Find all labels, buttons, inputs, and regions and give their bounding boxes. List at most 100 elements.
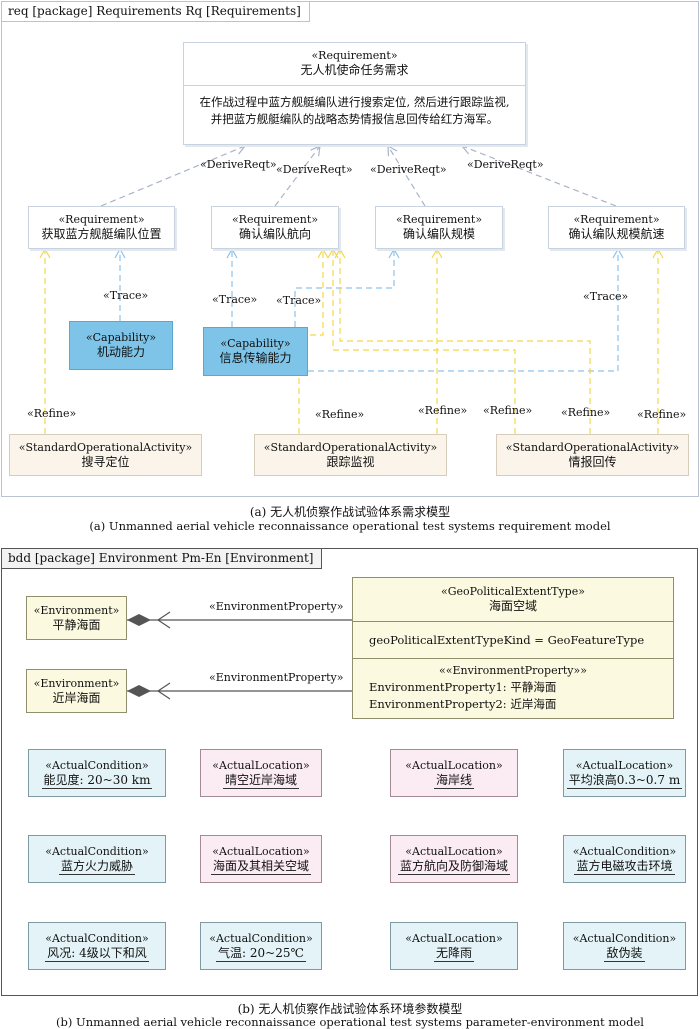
environment-nearshore-sea[interactable]: «Environment» 近岸海面: [26, 669, 127, 713]
refine-connector: [332, 249, 516, 434]
trace-label: «Trace»: [276, 294, 322, 307]
parameter-box[interactable]: «ActualLocation»平均浪高0.3~0.7 m: [563, 749, 686, 797]
activity-track-monitor[interactable]: «StandardOperationalActivity» 跟踪监视: [254, 434, 447, 476]
parameter-box[interactable]: «ActualLocation»海面及其相关空域: [200, 835, 322, 883]
capability-stereotype: «Capability»: [85, 331, 157, 344]
activity-intel-return[interactable]: «StandardOperationalActivity» 情报回传: [496, 434, 689, 476]
trace-connector-arrowhead: [388, 247, 400, 259]
main-requirement-stereotype: «Requirement»: [311, 49, 398, 62]
parameter-box[interactable]: «ActualCondition»蓝方火力威胁: [28, 835, 166, 883]
requirement-name: 确认编队航向: [238, 227, 311, 241]
refine-connector-arrowhead: [652, 247, 664, 259]
parameter-stereotype: «ActualLocation»: [212, 845, 310, 858]
parameter-name: 无降雨: [433, 946, 474, 962]
geo-stereotype: «GeoPoliticalExtentType»: [441, 585, 585, 598]
parameter-stereotype: «ActualCondition»: [45, 932, 149, 945]
environment-calm-sea[interactable]: «Environment» 平静海面: [26, 596, 127, 640]
parameter-box[interactable]: «ActualLocation»海岸线: [390, 749, 518, 797]
requirement-fleet-heading[interactable]: «Requirement» 确认编队航向: [211, 206, 339, 249]
main-requirement-text-1: 在作战过程中蓝方舰艇编队进行搜索定位, 然后进行跟踪监视,: [199, 95, 510, 109]
activity-name: 情报回传: [568, 455, 617, 469]
caption-a-en: (a) Unmanned aerial vehicle reconnaissan…: [89, 519, 611, 533]
parameter-box[interactable]: «ActualCondition»能见度: 20~30 km: [28, 749, 166, 797]
requirements-frame: req [package] Requirements Rq [Requireme…: [1, 1, 699, 497]
refine-connector-arrowhead: [431, 247, 443, 259]
requirement-stereotype: «Requirement»: [395, 213, 483, 226]
refine-label: «Refine»: [483, 404, 533, 417]
parameter-stereotype: «ActualLocation»: [405, 932, 503, 945]
environment-name: 平静海面: [52, 618, 101, 632]
main-requirement[interactable]: «Requirement» 无人机使命任务需求 在作战过程中蓝方舰艇编队进行搜索…: [183, 42, 526, 145]
requirement-fleet-scale[interactable]: «Requirement» 确认编队规模: [375, 206, 503, 249]
trace-label: «Trace»: [103, 289, 149, 302]
environment-frame: bdd [package] Environment Pm-En [Environ…: [1, 548, 698, 996]
refine-connector-arrowhead: [334, 247, 346, 259]
geo-property-2: EnvironmentProperty2: 近岸海面: [369, 697, 557, 711]
parameter-stereotype: «ActualLocation»: [405, 845, 503, 858]
environment-stereotype: «Environment»: [33, 677, 120, 690]
parameter-box[interactable]: «ActualLocation»蓝方航向及防御海域: [390, 835, 518, 883]
derive-connector: [100, 145, 246, 207]
environment-property-association-diamond: [127, 614, 151, 626]
caption-b-cn: (b) 无人机侦察作战试验体系环境参数模型: [237, 1002, 463, 1016]
requirement-fleet-speed[interactable]: «Requirement» 确认编队规模航速: [548, 206, 685, 249]
main-requirement-name: 无人机使命任务需求: [300, 63, 409, 77]
parameter-box[interactable]: «ActualCondition»蓝方电磁攻击环境: [563, 835, 686, 883]
parameter-box[interactable]: «ActualLocation»晴空近岸海域: [200, 749, 322, 797]
derive-connector-arrowhead: [234, 144, 247, 155]
derive-label: «DeriveReqt»: [467, 158, 544, 171]
parameter-name: 蓝方电磁攻击环境: [574, 859, 675, 875]
trace-connector-arrowhead: [114, 247, 126, 259]
environment-property-association-arrowhead: [156, 611, 171, 629]
parameter-name: 蓝方火力威胁: [58, 859, 135, 875]
parameter-stereotype: «ActualLocation»: [575, 759, 674, 772]
derive-label: «DeriveReqt»: [276, 163, 353, 176]
requirement-name: 确认编队规模: [402, 227, 475, 241]
trace-label: «Trace»: [583, 290, 629, 303]
parameter-stereotype: «ActualCondition»: [572, 932, 677, 945]
environment-stereotype: «Environment»: [33, 604, 120, 617]
caption-b-en: (b) Unmanned aerial vehicle reconnaissan…: [56, 1015, 644, 1029]
requirement-stereotype: «Requirement»: [231, 213, 319, 226]
geo-name: 海面空域: [488, 599, 537, 613]
trace-connector-arrowhead: [612, 247, 624, 259]
environment-property-association-arrowhead: [156, 682, 171, 700]
parameter-name: 海面及其相关空域: [210, 859, 311, 875]
parameter-name: 晴空近岸海域: [222, 773, 299, 789]
capability-stereotype: «Capability»: [220, 337, 291, 350]
derive-label: «DeriveReqt»: [370, 163, 447, 176]
trace-connector-arrowhead: [226, 247, 238, 259]
geo-property-1: EnvironmentProperty1: 平静海面: [369, 680, 557, 694]
parameter-stereotype: «ActualCondition»: [209, 932, 313, 945]
parameter-stereotype: «ActualLocation»: [212, 759, 310, 772]
derive-connector-arrowhead: [310, 145, 321, 157]
geo-attribute: geoPoliticalExtentTypeKind = GeoFeatureT…: [353, 622, 673, 659]
parameter-name: 平均浪高0.3~0.7 m: [566, 773, 683, 789]
parameter-box[interactable]: «ActualLocation»无降雨: [390, 922, 518, 970]
refine-connector: [298, 249, 324, 434]
refine-connector-arrowhead: [39, 247, 51, 259]
requirement-name: 确认编队规模航速: [568, 227, 665, 241]
parameter-stereotype: «ActualLocation»: [405, 759, 503, 772]
activity-name: 跟踪监视: [326, 455, 375, 469]
trace-label: «Trace»: [212, 293, 258, 306]
refine-label: «Refine»: [27, 407, 77, 420]
parameter-stereotype: «ActualCondition»: [572, 845, 677, 858]
derive-connector: [274, 145, 321, 207]
refine-connector-arrowhead: [317, 247, 329, 259]
geopolitical-extent-block[interactable]: «GeoPoliticalExtentType» 海面空域 geoPolitic…: [352, 577, 674, 719]
capability-transmission[interactable]: «Capability» 信息传输能力: [203, 327, 308, 376]
activity-search-locate[interactable]: «StandardOperationalActivity» 搜寻定位: [9, 434, 202, 476]
capability-mobility[interactable]: «Capability» 机动能力: [69, 321, 173, 370]
parameter-name: 海岸线: [433, 773, 474, 789]
capability-name: 机动能力: [96, 345, 145, 359]
parameter-box[interactable]: «ActualCondition»气温: 20~25℃: [200, 922, 322, 970]
parameter-box[interactable]: «ActualCondition»敌伪装: [563, 922, 686, 970]
main-requirement-text-2: 并把蓝方舰艇编队的战略态势情报信息回传给红方海军。: [210, 112, 499, 126]
activity-stereotype: «StandardOperationalActivity»: [263, 441, 438, 454]
derive-connector-arrowhead: [460, 144, 473, 155]
parameter-box[interactable]: «ActualCondition»风况: 4级以下和风: [28, 922, 166, 970]
environment-frame-title: bdd [package] Environment Pm-En [Environ…: [2, 549, 323, 569]
refine-label: «Refine»: [315, 408, 365, 421]
requirement-fleet-position[interactable]: «Requirement» 获取蓝方舰艇编队位置: [28, 206, 175, 249]
